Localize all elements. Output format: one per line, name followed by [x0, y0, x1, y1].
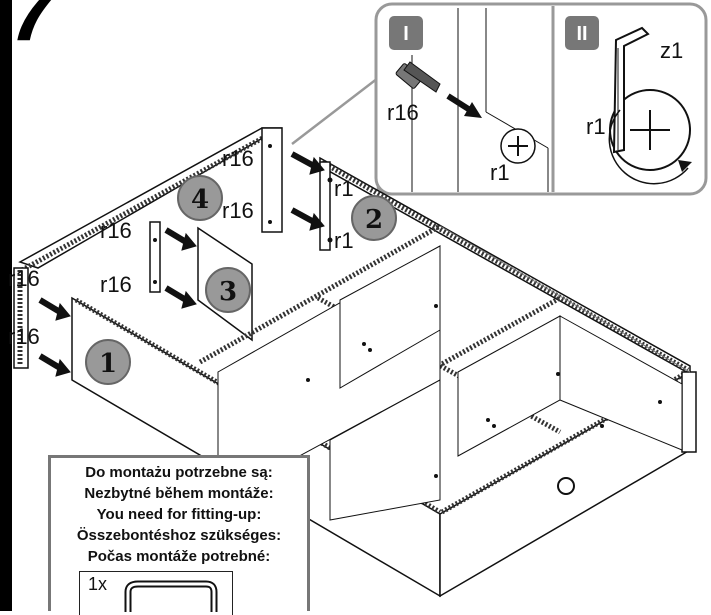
label-r1: r1 [334, 228, 354, 253]
label-r16: r16 [222, 146, 254, 171]
arrow-icon [164, 227, 197, 251]
step-number: 7 [10, 0, 62, 59]
detail-ii-tool-label: z1 [660, 38, 683, 63]
svg-text:2: 2 [365, 205, 383, 235]
svg-text:1: 1 [99, 349, 117, 379]
part-badge-4: 4 [177, 175, 223, 221]
svg-text:4: 4 [191, 185, 209, 215]
tool-quantity: 1x [88, 574, 108, 594]
screw-r16-icon [395, 61, 441, 93]
label-r1: r1 [334, 176, 354, 201]
note-line-sk: Počas montáže potrebné: [87, 548, 271, 565]
label-r16: r16 [8, 266, 40, 291]
insert-arrow-icon [446, 93, 482, 118]
allen-key-icon [124, 580, 218, 612]
note-lines: Do montażu potrzebne są: Nezbytné během … [51, 462, 307, 567]
page-edge-bar [0, 0, 12, 611]
detail-i-screw-label: r16 [387, 100, 419, 125]
arrow-icon [38, 353, 71, 377]
tools-needed-note: Do montażu potrzebne są: Nezbytné během … [48, 455, 310, 615]
arrow-icon [290, 151, 325, 175]
detail-ii-cam-label: r1 [586, 114, 606, 139]
svg-text:3: 3 [219, 277, 237, 307]
note-line-cz: Nezbytné během montáže: [84, 485, 274, 502]
detail-i-cam-label: r1 [490, 160, 510, 185]
insertion-arrows [38, 151, 325, 377]
label-r16: r16 [8, 324, 40, 349]
label-r16: r16 [100, 218, 132, 243]
rotate-arrow-icon [608, 109, 692, 185]
detail-i-badge: I [403, 23, 409, 45]
dowel-holes [153, 144, 662, 478]
detail-ii: II z1 r1 [565, 16, 692, 185]
arrow-icon [164, 285, 197, 309]
detail-ii-badge: II [576, 23, 587, 45]
arrow-icon [290, 207, 325, 231]
tool-box: 1x [79, 571, 233, 615]
note-line-en: You need for fitting-up: [96, 506, 262, 523]
allen-key-icon [612, 26, 650, 154]
note-line-hu: Összebontéshoz szükséges: [76, 527, 282, 544]
detail-callout: I r16 r1 [291, 2, 708, 196]
label-r16: r16 [100, 272, 132, 297]
arrow-icon [38, 297, 71, 321]
part-badge-3: 3 [205, 267, 251, 313]
part-badge-1: 1 [85, 339, 131, 385]
detail-i: I r16 r1 [387, 8, 549, 192]
label-r16: r16 [222, 198, 254, 223]
cam-lock-icon [500, 128, 536, 164]
part-badge-2: 2 [351, 195, 397, 241]
note-line-pl: Do montażu potrzebne są: [85, 464, 273, 481]
